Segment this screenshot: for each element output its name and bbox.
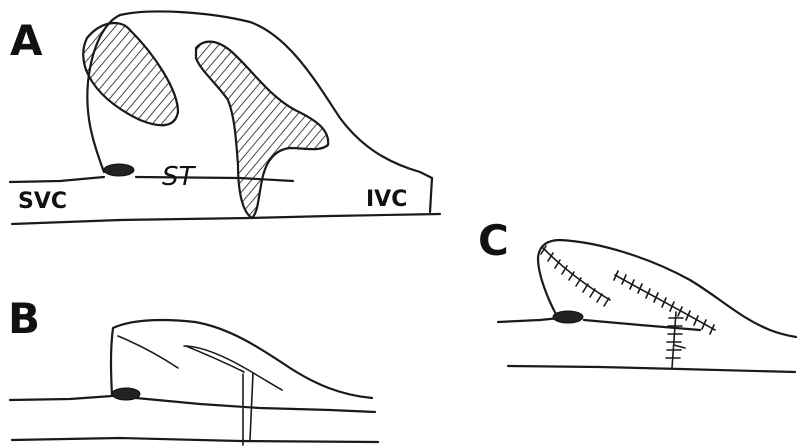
label-ivc: IVC	[366, 187, 407, 212]
vessel-upper-wall-c-left	[498, 318, 560, 322]
sinus-node-c	[553, 311, 583, 323]
panel-a: A ST SVC IVC	[10, 11, 440, 224]
vessel-upper-wall-left	[10, 177, 104, 182]
panel-b: B	[8, 294, 378, 445]
label-st: ST	[162, 162, 197, 192]
vessel-upper-wall-b-right	[136, 398, 375, 412]
label-svc: SVC	[18, 189, 67, 214]
hatched-patch-upper	[83, 23, 178, 125]
atrium-outline-c	[538, 240, 796, 337]
vessel-upper-wall-right	[136, 177, 293, 181]
internal-line-b-3	[186, 346, 244, 372]
panel-letter-c: C	[478, 216, 509, 265]
vessel-lower-wall	[12, 214, 440, 224]
internal-line-b-1	[118, 336, 178, 368]
suture-line-c-1	[541, 246, 610, 306]
vessel-lower-wall-b	[12, 438, 378, 442]
hatched-patch-septal	[196, 42, 328, 218]
sinus-node-b	[112, 388, 140, 400]
atrium-outline-b	[111, 320, 372, 398]
panel-letter-b: B	[8, 294, 40, 343]
panel-letter-a: A	[10, 16, 43, 65]
sinus-node	[104, 164, 134, 176]
suture-line-c-vertical	[666, 312, 685, 368]
vessel-lower-wall-c	[508, 366, 795, 372]
vessel-upper-wall-b-left	[10, 396, 112, 400]
vessel-upper-wall-c-right	[584, 320, 700, 330]
panel-c: C	[478, 216, 796, 372]
